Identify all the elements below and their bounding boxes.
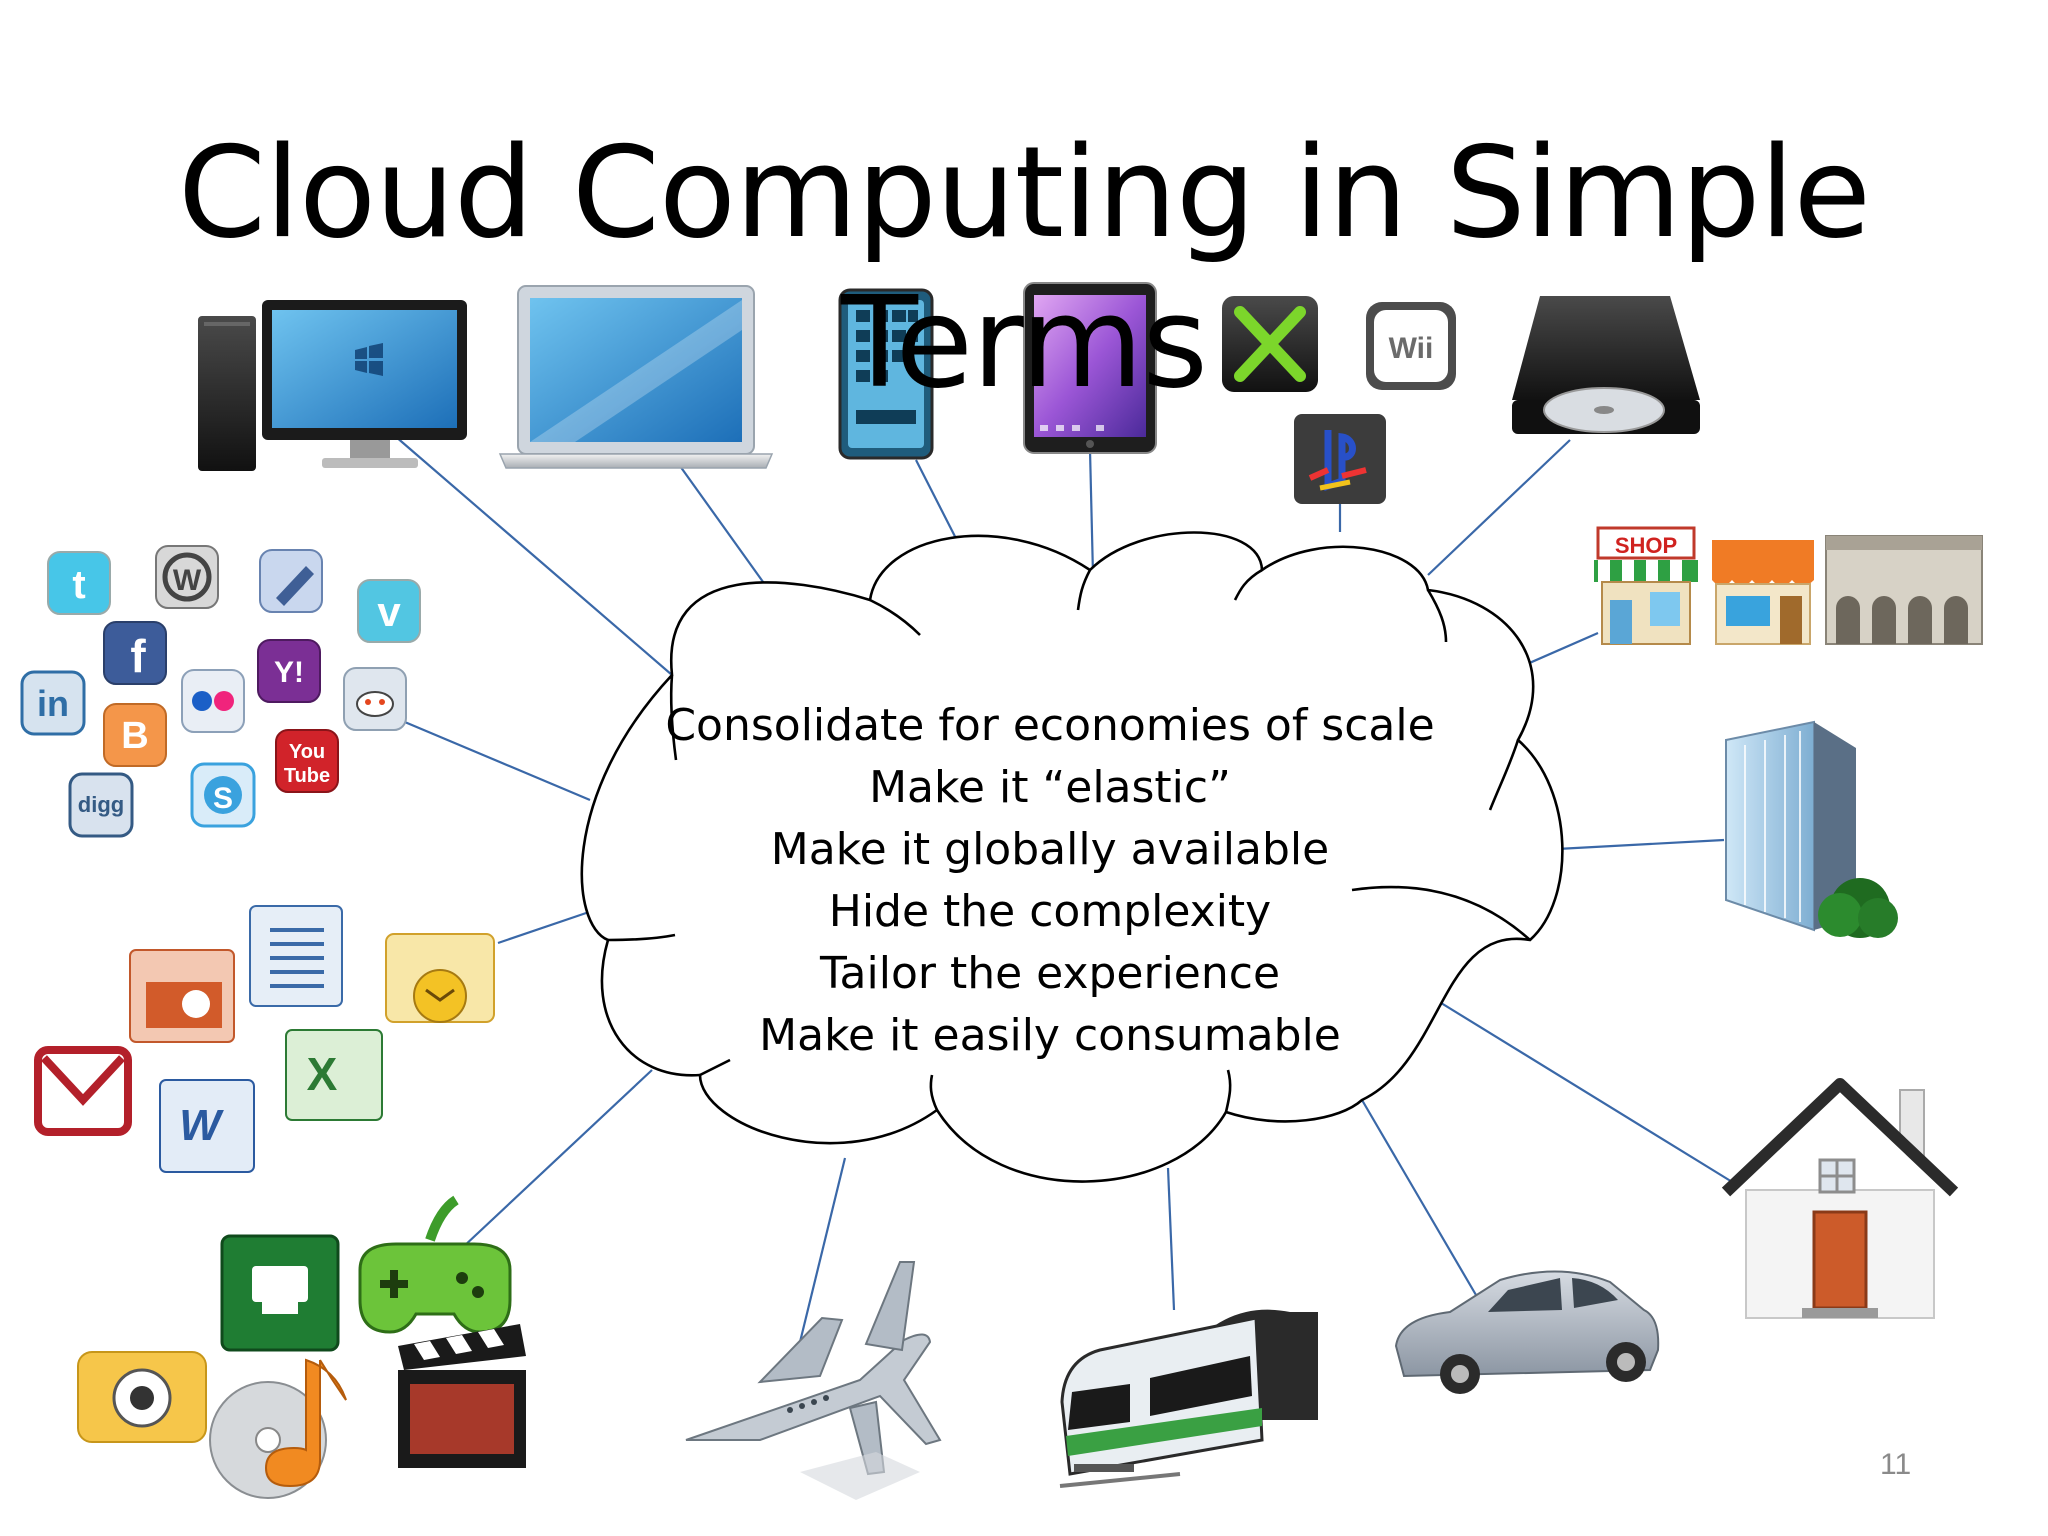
external-drive-icon xyxy=(1512,296,1700,434)
vimeo-icon: v xyxy=(357,579,421,643)
connector-laptop xyxy=(679,465,777,601)
connector-media xyxy=(461,1069,653,1249)
svg-text:B: B xyxy=(121,715,148,757)
office-apps-cluster-icon: X W xyxy=(34,905,495,1173)
youtube-label-bottom: Tube xyxy=(284,765,330,787)
train-icon xyxy=(1059,1309,1318,1488)
thought-cloud xyxy=(580,531,1564,1183)
connector-tablet xyxy=(1088,449,1095,576)
playstation-icon xyxy=(1294,414,1386,504)
mail-icon xyxy=(34,1046,132,1136)
twitter-icon: t xyxy=(47,551,111,615)
youtube-label-top: You xyxy=(289,741,325,763)
connector-airplane xyxy=(798,1157,847,1343)
word-icon: W xyxy=(159,1079,255,1173)
svg-text:W: W xyxy=(173,564,202,597)
social-media-cluster-icon: t W v f Y! in B You Tube S digg xyxy=(20,545,421,838)
cloud-line-1: Consolidate for economies of scale xyxy=(665,700,1435,751)
tablet-icon xyxy=(1023,282,1157,454)
shop-icon: SHOP xyxy=(1594,526,1698,645)
building-icon xyxy=(1725,720,1898,938)
xbox-icon xyxy=(1222,296,1318,392)
blogger-icon: B xyxy=(103,703,167,767)
laptop-icon xyxy=(498,285,774,469)
cloud-inner-arcs xyxy=(607,568,1531,1113)
desktop-computer-icon xyxy=(198,300,467,471)
connector-shops xyxy=(1517,631,1599,670)
connector-car xyxy=(1361,1099,1477,1296)
excel-icon: X xyxy=(285,1029,383,1121)
connector-house xyxy=(1432,997,1743,1189)
reddit-icon xyxy=(343,667,407,731)
youtube-icon: You Tube xyxy=(275,729,339,793)
music-disc-icon xyxy=(209,1358,347,1499)
office-tower-icon xyxy=(1825,535,1983,645)
yahoo-label: Y! xyxy=(274,656,304,689)
digg-label: digg xyxy=(78,792,124,817)
connector-social xyxy=(399,718,591,802)
shop-label: SHOP xyxy=(1615,533,1677,558)
linkedin-label: in xyxy=(37,683,69,724)
svg-text:v: v xyxy=(377,588,401,635)
excel-label: X xyxy=(307,1048,338,1100)
car-icon xyxy=(1394,1270,1660,1394)
smartphone-icon xyxy=(838,288,934,460)
svg-text:t: t xyxy=(72,563,85,607)
blog-pen-icon xyxy=(259,549,323,613)
wii-icon: Wii xyxy=(1366,302,1456,390)
connector-train xyxy=(1166,1167,1176,1311)
connector-building xyxy=(1556,838,1725,851)
media-apps-cluster-icon xyxy=(77,1195,526,1499)
facebook-icon: f xyxy=(103,621,167,685)
connector-lines xyxy=(394,435,1743,1343)
cloud-text-block: Consolidate for economies of scale Make … xyxy=(640,695,1460,1067)
cloud-line-3: Make it globally available xyxy=(770,824,1330,875)
cloud-line-2: Make it “elastic” xyxy=(869,762,1231,813)
word-doc-icon xyxy=(249,905,343,1007)
outlook-icon xyxy=(385,933,495,1023)
flickr-icon xyxy=(181,669,245,733)
cloud-line-6: Make it easily consumable xyxy=(759,1010,1341,1061)
connector-drive xyxy=(1427,439,1571,576)
storefront-icon xyxy=(1712,540,1814,645)
skype-icon: S xyxy=(190,762,256,828)
camera-icon xyxy=(77,1351,207,1443)
cloud-line-4: Hide the complexity xyxy=(828,886,1272,937)
wordpress-icon: W xyxy=(155,545,219,609)
recipe-book-icon xyxy=(220,1234,340,1352)
svg-text:S: S xyxy=(213,782,233,815)
facebook-label: f xyxy=(130,630,146,682)
movie-clapper-icon xyxy=(398,1324,526,1468)
word-label: W xyxy=(179,1101,224,1150)
yahoo-icon: Y! xyxy=(257,639,321,703)
wii-label: Wii xyxy=(1389,332,1434,365)
cloud-line-5: Tailor the experience xyxy=(819,948,1281,999)
slide-title: Cloud Computing in Simple Terms xyxy=(177,119,1871,416)
house-icon xyxy=(1721,1078,1959,1319)
game-controller-icon xyxy=(358,1195,512,1334)
connector-desktop xyxy=(394,435,673,676)
digg-icon: digg xyxy=(68,772,134,838)
connector-office xyxy=(497,908,596,945)
page-number: 11 xyxy=(1880,1448,1912,1481)
airplane-icon xyxy=(685,1261,942,1500)
powerpoint-icon xyxy=(129,949,235,1043)
linkedin-icon: in xyxy=(20,670,86,736)
